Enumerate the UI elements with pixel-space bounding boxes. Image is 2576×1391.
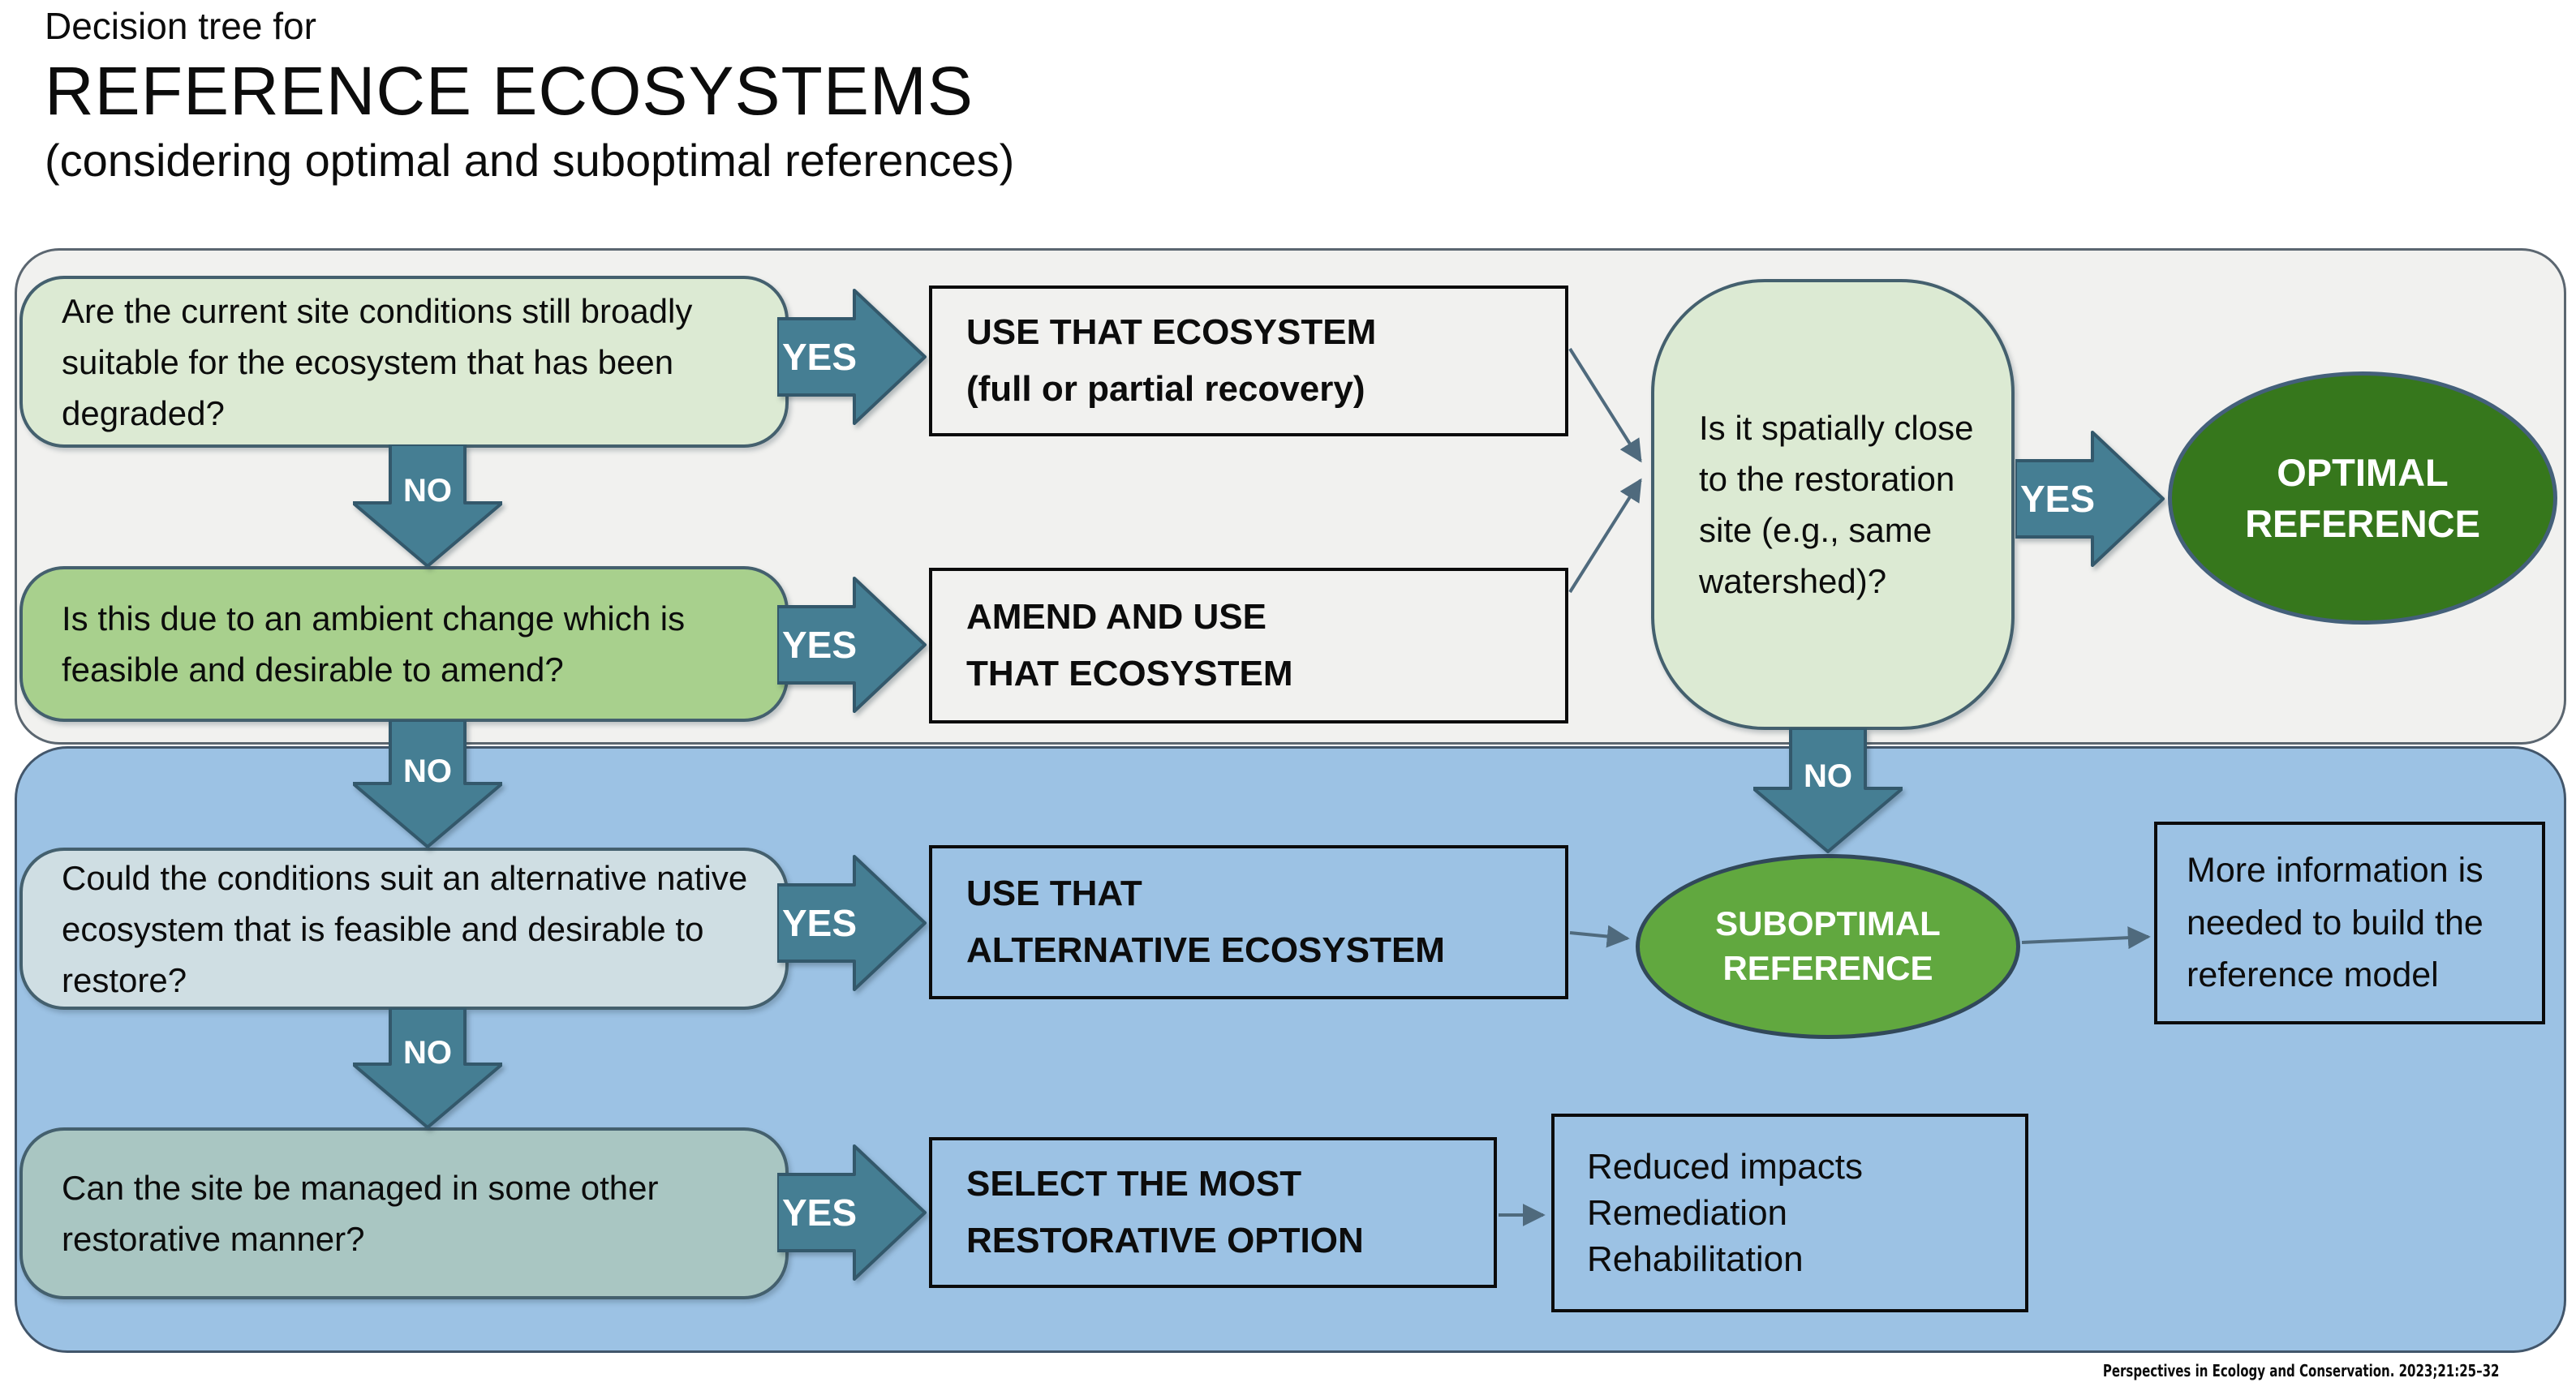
yes-arrow-1-label: YES bbox=[782, 336, 857, 378]
yes-arrow-2-label: YES bbox=[782, 624, 857, 666]
action-amend-and-use-line2: THAT ECOSYSTEM bbox=[966, 654, 1293, 693]
no-arrow-2-label: NO bbox=[403, 753, 452, 789]
other-option-reduced-impacts: Reduced impacts bbox=[1587, 1146, 1863, 1187]
action-select-restorative: SELECT THE MOST RESTORATIVE OPTION bbox=[929, 1137, 1497, 1288]
note-more-information: More information is needed to build the … bbox=[2154, 822, 2545, 1024]
action-use-that-ecosystem-line2: (full or partial recovery) bbox=[966, 369, 1365, 409]
question-ambient-change: Is this due to an ambient change which i… bbox=[19, 566, 789, 722]
no-arrow-suboptimal: NO bbox=[1753, 728, 1903, 853]
no-arrow-2: NO bbox=[353, 720, 502, 848]
action-amend-and-use-line1: AMEND AND USE bbox=[966, 596, 1266, 637]
action-select-restorative-line1: SELECT THE MOST bbox=[966, 1163, 1302, 1204]
title-line-3: (considering optimal and suboptimal refe… bbox=[45, 135, 1015, 187]
yes-arrow-optimal-label: YES bbox=[2020, 478, 2095, 520]
no-arrow-3-label: NO bbox=[403, 1035, 452, 1071]
action-use-alternative-line1: USE THAT bbox=[966, 873, 1142, 913]
question-ambient-change-text: Is this due to an ambient change which i… bbox=[62, 599, 686, 689]
yes-arrow-optimal: YES bbox=[2015, 431, 2165, 567]
action-use-that-ecosystem-line1: USE THAT ECOSYSTEM bbox=[966, 311, 1377, 352]
action-select-restorative-line2: RESTORATIVE OPTION bbox=[966, 1221, 1364, 1260]
question-spatially-close-text: Is it spatially close to the restoration… bbox=[1699, 409, 1974, 600]
no-arrow-suboptimal-label: NO bbox=[1804, 758, 1852, 794]
yes-arrow-1: YES bbox=[777, 289, 927, 425]
action-use-alternative-line2: ALTERNATIVE ECOSYSTEM bbox=[966, 930, 1445, 970]
question-site-conditions: Are the current site conditions still br… bbox=[19, 276, 789, 448]
question-managed-restorative: Can the site be managed in some other re… bbox=[19, 1127, 789, 1299]
page-title: Decision tree for REFERENCE ECOSYSTEMS (… bbox=[45, 3, 1014, 191]
no-arrow-1: NO bbox=[353, 444, 502, 568]
note-more-information-text: More information is needed to build the … bbox=[2187, 851, 2484, 995]
question-managed-restorative-text: Can the site be managed in some other re… bbox=[62, 1169, 659, 1258]
note-other-options: Reduced impacts Remediation Rehabilitati… bbox=[1551, 1114, 2028, 1312]
outcome-optimal-reference: OPTIMAL REFERENCE bbox=[2168, 371, 2557, 625]
title-line-1: Decision tree for bbox=[45, 5, 316, 47]
suboptimal-line1: SUBOPTIMAL bbox=[1715, 904, 1941, 943]
yes-arrow-2: YES bbox=[777, 577, 927, 713]
title-line-2: REFERENCE ECOSYSTEMS bbox=[45, 52, 974, 129]
yes-arrow-3: YES bbox=[777, 855, 927, 991]
yes-arrow-4: YES bbox=[777, 1144, 927, 1281]
optimal-line2: REFERENCE bbox=[2245, 502, 2480, 545]
question-spatially-close: Is it spatially close to the restoration… bbox=[1651, 279, 2015, 730]
yes-arrow-3-label: YES bbox=[782, 902, 857, 944]
citation: Perspectives in Ecology and Conservation… bbox=[2102, 1361, 2499, 1380]
suboptimal-line2: REFERENCE bbox=[1722, 949, 1933, 987]
outcome-suboptimal-reference: SUBOPTIMAL REFERENCE bbox=[1636, 854, 2020, 1039]
question-alternative-ecosystem: Could the conditions suit an alternative… bbox=[19, 848, 789, 1010]
no-arrow-3: NO bbox=[353, 1008, 502, 1129]
action-amend-and-use: AMEND AND USE THAT ECOSYSTEM bbox=[929, 568, 1568, 723]
no-arrow-1-label: NO bbox=[403, 473, 452, 509]
action-use-that-ecosystem: USE THAT ECOSYSTEM (full or partial reco… bbox=[929, 285, 1568, 436]
other-option-remediation: Remediation bbox=[1587, 1192, 1788, 1233]
action-use-alternative: USE THAT ALTERNATIVE ECOSYSTEM bbox=[929, 845, 1568, 999]
question-alternative-ecosystem-text: Could the conditions suit an alternative… bbox=[62, 858, 748, 999]
yes-arrow-4-label: YES bbox=[782, 1191, 857, 1234]
optimal-line1: OPTIMAL bbox=[2277, 450, 2449, 494]
other-option-rehabilitation: Rehabilitation bbox=[1587, 1239, 1804, 1280]
question-site-conditions-text: Are the current site conditions still br… bbox=[62, 291, 693, 432]
